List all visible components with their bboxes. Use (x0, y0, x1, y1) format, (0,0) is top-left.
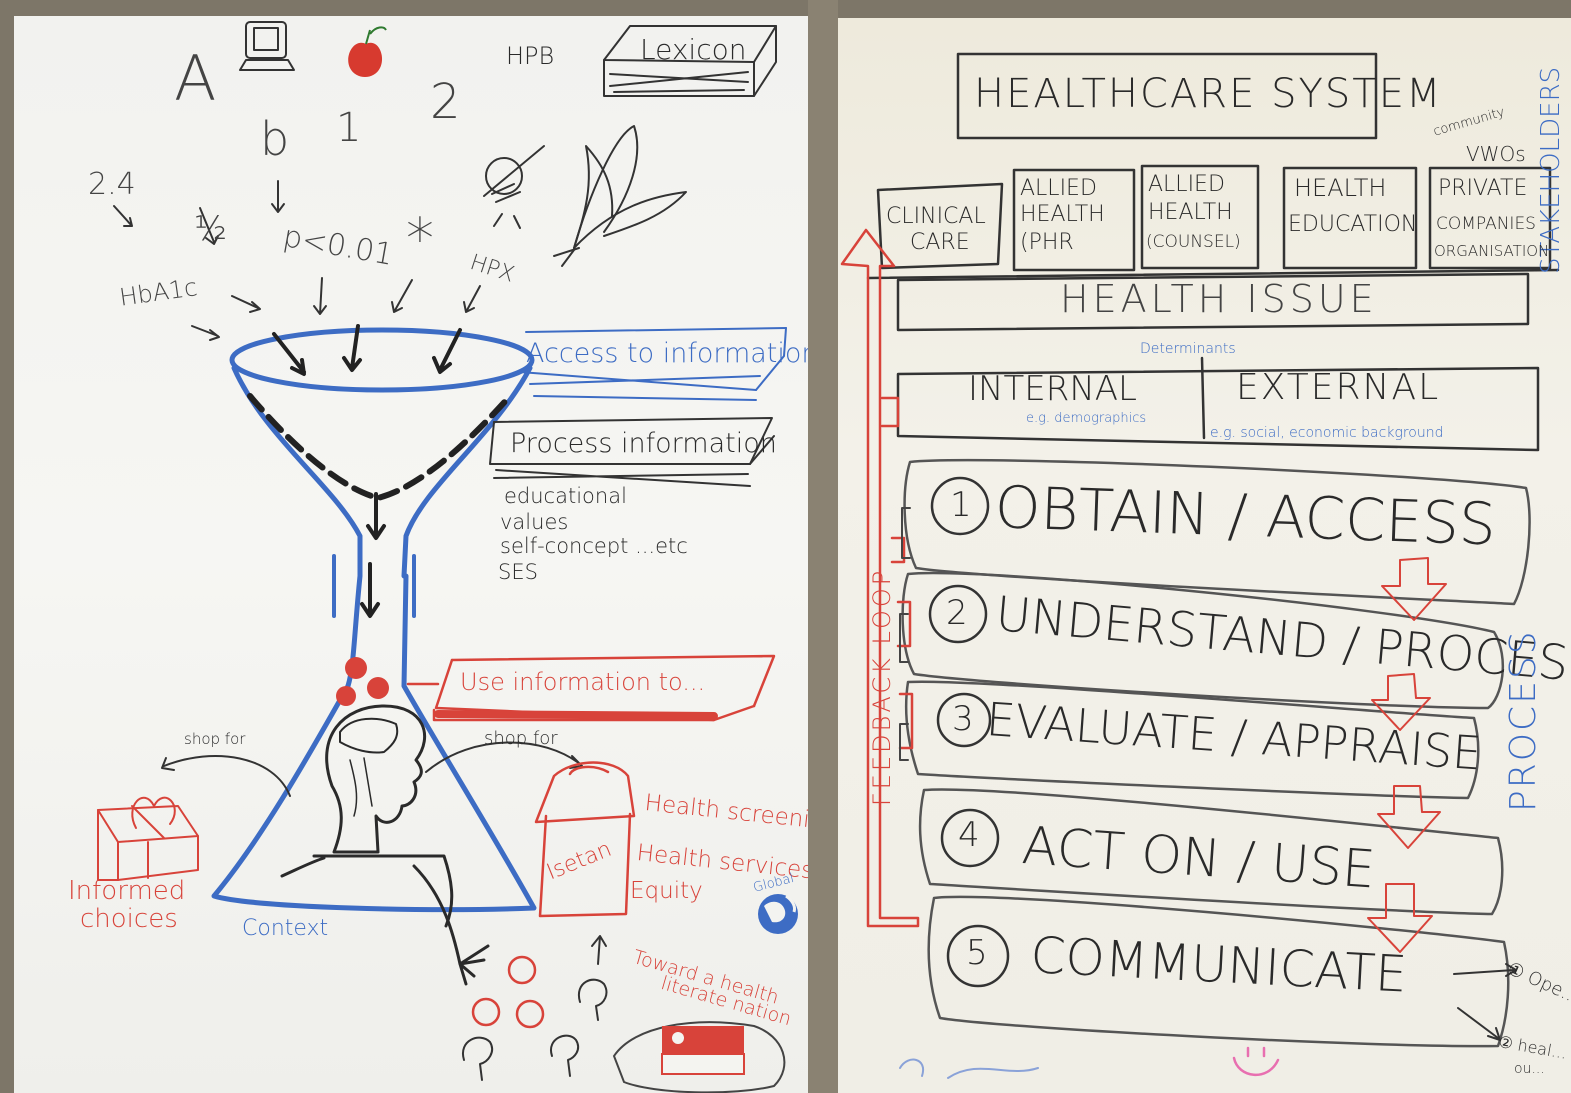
internal-example-label: e.g. demographics (1026, 411, 1147, 426)
internal-label: INTERNAL (968, 369, 1137, 409)
right-sketch-drawing (840, 52, 1560, 1079)
outcome-arrows (1453, 963, 1517, 1041)
use-information-box (406, 654, 776, 722)
process-side-label: PROCESS (1503, 629, 1544, 812)
input-arrows (113, 180, 481, 341)
sheet-gap (808, 0, 838, 1093)
factor-ses: SES (498, 560, 538, 584)
vegetable-icon (553, 125, 687, 267)
context-label: Context (242, 916, 329, 941)
no-smoking-icon (483, 145, 545, 229)
funnel-process-dashes (247, 393, 513, 501)
letter-a-label: A (174, 42, 217, 115)
health-issue-box (896, 272, 1530, 332)
gift-box-icon (97, 796, 199, 881)
factor-educational: educational (504, 484, 627, 508)
star-label: * (406, 207, 434, 272)
shop-arrows (161, 741, 583, 797)
box-allied-counsel-l3: (COUNSEL) (1146, 232, 1241, 252)
box-allied-phr-l2: HEALTH (1020, 202, 1105, 227)
shop-for-left-label: shop for (184, 730, 246, 748)
box-private-l2: COMPANIES (1436, 214, 1536, 234)
step-5-number: 5 (966, 933, 988, 973)
box-private-l1: PRIVATE (1438, 176, 1528, 201)
left-sketch-drawing (97, 21, 798, 1093)
box-clinical-l1: CLINICAL (886, 204, 986, 229)
process-box (489, 417, 775, 487)
step-boxes (901, 458, 1531, 1048)
apple-icon (348, 26, 387, 77)
flow-arrows (1367, 557, 1447, 953)
box-allied-counsel-l1: ALLIED (1148, 172, 1225, 197)
title-box (956, 52, 1378, 140)
box-health-education-l2: EDUCATION (1288, 212, 1418, 237)
funnel-arrows (272, 324, 462, 618)
feedback-loop-label: FEEDBACK LOOP (868, 567, 896, 806)
choices-label: choices (80, 904, 178, 934)
coin-stack-icon (471, 955, 545, 1029)
health-issue-label: HEALTH ISSUE (1060, 277, 1378, 321)
step-brackets (899, 507, 911, 761)
box-health-education-l1: HEALTH (1294, 174, 1387, 202)
process-information-label: Process information (510, 428, 777, 459)
external-label: EXTERNAL (1236, 367, 1441, 408)
box-allied-phr-l3: (PHR (1020, 230, 1074, 255)
shop-for-right-label: shop for (484, 728, 558, 749)
computer-icon (239, 21, 295, 71)
faint-scribbles (899, 1058, 1039, 1079)
shopping-bag-icon (534, 761, 636, 918)
head-icon (280, 704, 490, 986)
step-1-label: OBTAIN / ACCESS (993, 473, 1497, 559)
external-example-label: e.g. social, economic background (1210, 425, 1444, 441)
coins-icon (336, 657, 389, 706)
right-flipchart-sheet: HEALTHCARE SYSTEM community VWOs STAKEHO… (838, 18, 1571, 1093)
access-box (519, 327, 787, 401)
box-allied-counsel-l2: HEALTH (1148, 200, 1233, 225)
lexicon-book-icon (603, 25, 777, 97)
num-2-4-label: 2.4 (88, 167, 136, 202)
outcome-3-label: ou... (1514, 1061, 1545, 1077)
box-clinical-l2: CARE (910, 230, 970, 255)
use-information-label: Use information to... (460, 668, 706, 696)
funnel-outline (211, 327, 537, 912)
smiley-icon (1232, 1046, 1280, 1077)
lexicon-label: Lexicon (640, 33, 747, 66)
half-label: ½ (194, 209, 227, 249)
number-1-label: 1 (336, 105, 362, 151)
box-allied-phr-l1: ALLIED (1020, 176, 1097, 201)
number-2-label: 2 (430, 74, 461, 130)
vwos-label: VWOs (1466, 142, 1526, 166)
globe-icon (758, 894, 798, 934)
box-private-l3: ORGANISATION (1434, 242, 1550, 260)
factor-self-concept: self-concept ...etc (500, 534, 688, 558)
left-flipchart-sheet: A b 1 2 HPB Lexicon 2.4 ½ p<0.01 * HPX H… (14, 16, 808, 1093)
step-number-circles (928, 476, 1010, 988)
determinants-label: Determinants (1140, 341, 1236, 357)
factor-values: values (500, 510, 569, 534)
people-icons (461, 935, 608, 1081)
stakeholder-boxes (866, 164, 1560, 280)
step-3-number: 3 (952, 699, 974, 739)
singapore-map-icon (612, 1021, 786, 1093)
equity-label: Equity (630, 878, 703, 904)
hpb-label: HPB (506, 42, 555, 70)
access-to-information-label: Access to information (526, 338, 808, 369)
feedback-loop-arrow (840, 228, 920, 928)
step-2-number: 2 (946, 593, 968, 633)
step-4-number: 4 (958, 815, 980, 855)
healthcare-system-title: HEALTHCARE SYSTEM (974, 71, 1443, 117)
letter-b-label: b (260, 112, 290, 166)
step-1-number: 1 (950, 485, 972, 525)
informed-label: Informed (68, 876, 186, 906)
